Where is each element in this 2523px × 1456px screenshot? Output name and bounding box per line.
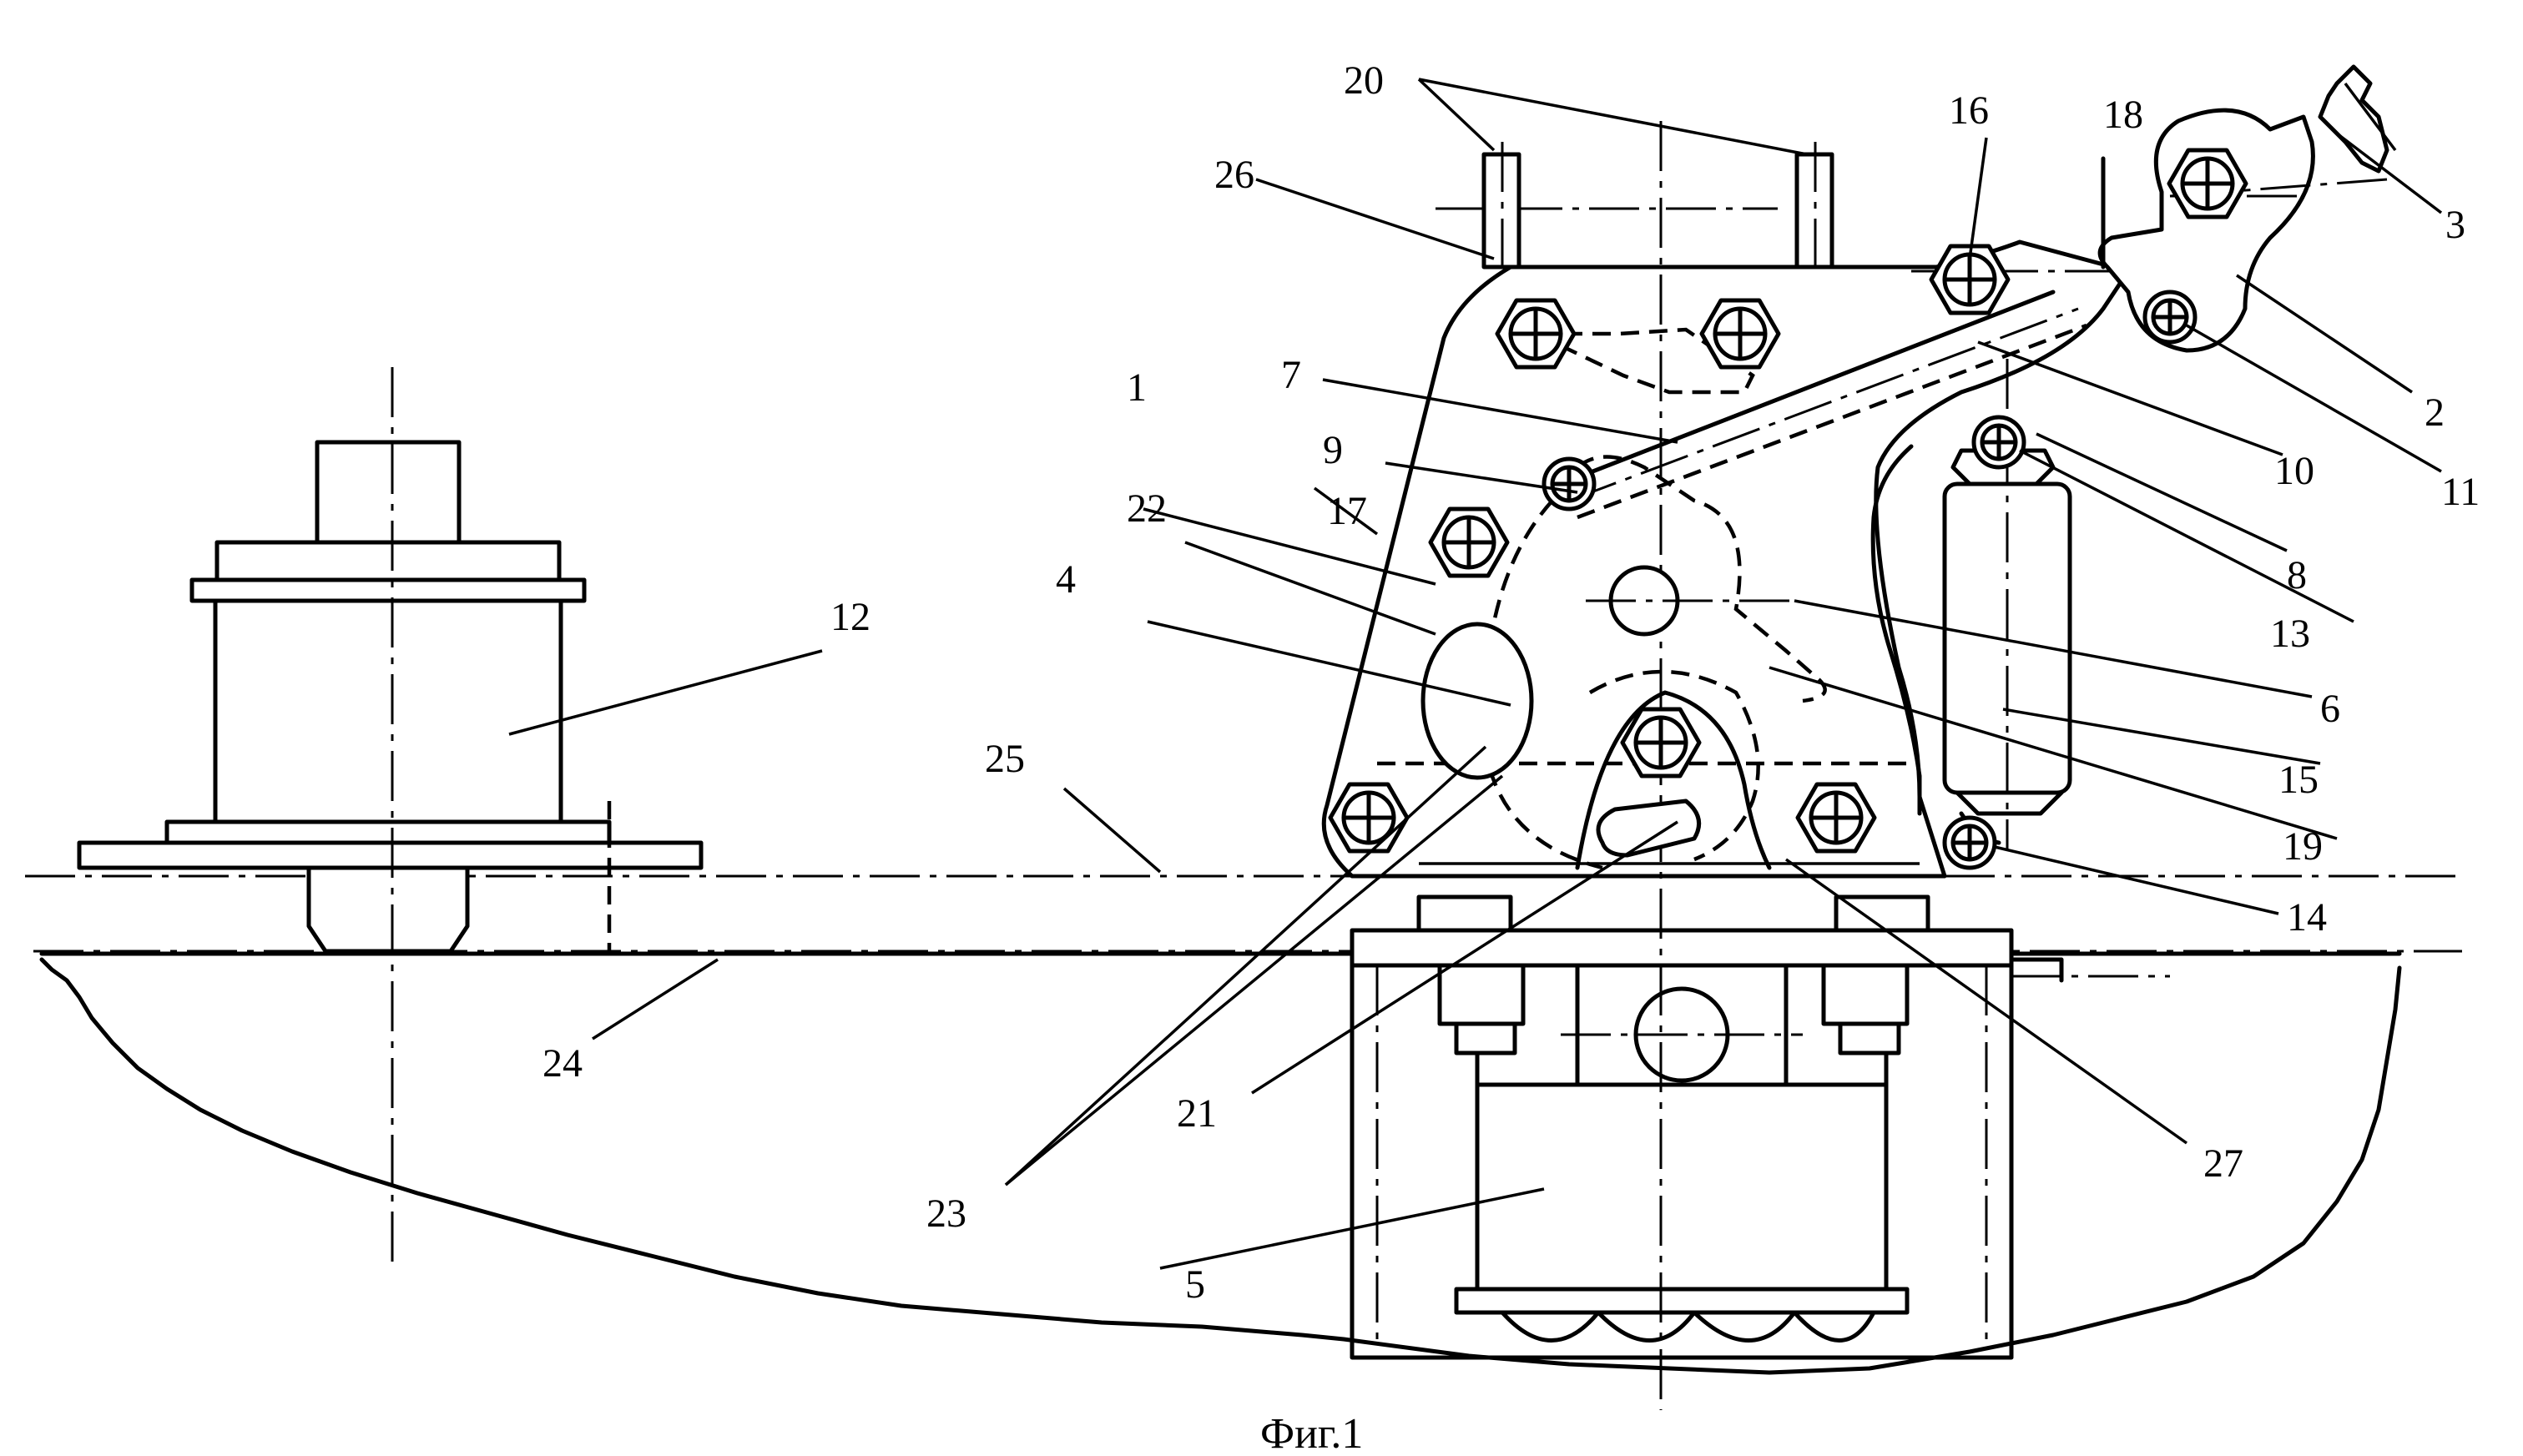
label-6: 6	[2320, 687, 2340, 731]
bolt-upper-mid	[1702, 300, 1779, 367]
label-16: 16	[1949, 88, 1989, 133]
label-24: 24	[542, 1041, 583, 1086]
label-18: 18	[2103, 93, 2143, 137]
label-9: 9	[1323, 428, 1343, 472]
pin-14	[1945, 818, 1995, 868]
label-8: 8	[2287, 553, 2307, 597]
label-21: 21	[1177, 1091, 1217, 1136]
label-14: 14	[2287, 895, 2327, 940]
bolt-17	[1431, 509, 1507, 576]
pin-13	[1974, 417, 2024, 467]
component-5-box	[1352, 897, 2170, 1358]
label-7: 7	[1281, 353, 1301, 397]
bolt-top-right-3	[2169, 150, 2246, 217]
label-19: 19	[2283, 824, 2323, 869]
component-12-cylinder	[79, 367, 701, 1268]
label-1: 1	[1127, 365, 1147, 410]
bolt-center-27	[1622, 709, 1699, 776]
label-10: 10	[2274, 449, 2314, 493]
body-break-line	[42, 960, 2399, 1373]
rod-end-3	[2320, 67, 2395, 171]
figure-caption: Фиг.1	[1260, 1410, 1363, 1456]
label-26: 26	[1214, 153, 1254, 197]
bolt-lower-left	[1330, 784, 1407, 851]
pin-9	[1544, 459, 1594, 509]
label-3: 3	[2445, 203, 2465, 247]
label-17: 17	[1327, 489, 1367, 533]
bolt-upper-left	[1497, 300, 1574, 367]
label-20: 20	[1344, 58, 1384, 103]
label-15: 15	[2278, 758, 2319, 802]
label-22: 22	[1127, 486, 1167, 531]
label-27: 27	[2203, 1141, 2243, 1186]
label-13: 13	[2270, 612, 2310, 656]
label-23: 23	[926, 1192, 966, 1236]
pin-11	[2145, 292, 2195, 342]
label-25: 25	[985, 737, 1025, 781]
label-4: 4	[1056, 557, 1076, 602]
label-11: 11	[2441, 470, 2480, 514]
label-12: 12	[830, 595, 870, 639]
bolt-lower-right	[1798, 784, 1875, 851]
label-5: 5	[1185, 1262, 1205, 1307]
label-2: 2	[2425, 390, 2445, 435]
